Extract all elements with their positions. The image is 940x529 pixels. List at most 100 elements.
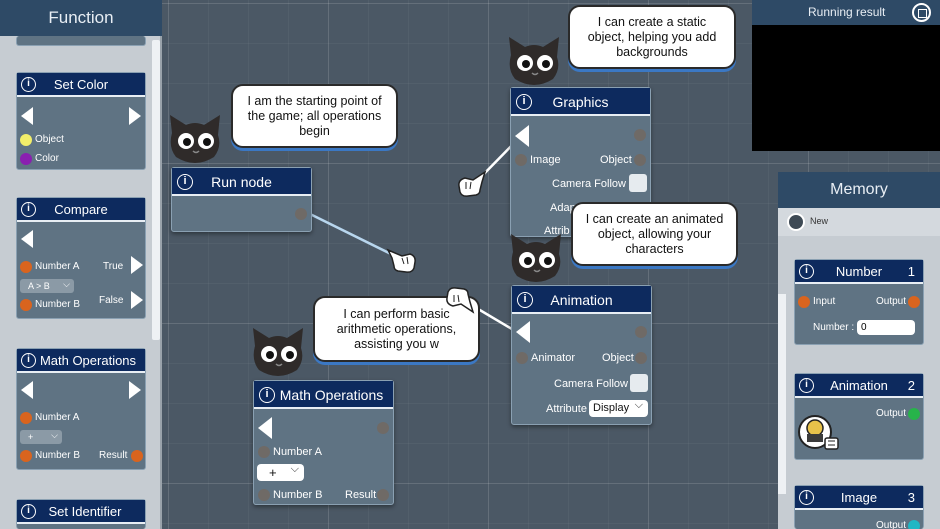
flow-output-arrow-icon xyxy=(129,381,141,399)
node-title: i Run node xyxy=(172,168,311,196)
output-label: Output xyxy=(876,520,907,529)
flow-input-arrow-icon xyxy=(258,417,272,439)
info-icon[interactable]: i xyxy=(799,264,814,279)
function-card-title: i Set Identifier xyxy=(17,500,145,524)
memory-index: 1 xyxy=(907,264,915,279)
attribute-select[interactable]: Display xyxy=(589,397,648,417)
camera-follow-label: Camera Follow xyxy=(554,378,628,390)
new-file-icon xyxy=(787,213,805,231)
memory-panel: Memory New i Number 1 Input Output Numbe… xyxy=(778,172,940,529)
cat-mascot-icon xyxy=(511,234,561,282)
result-port[interactable] xyxy=(131,450,143,462)
function-card-title: i Compare xyxy=(17,198,145,222)
attribute-label: Attrib xyxy=(544,225,570,237)
function-card-set-identifier[interactable]: i Set Identifier xyxy=(16,499,146,529)
stop-icon[interactable] xyxy=(912,3,931,22)
memory-panel-scrollbar[interactable] xyxy=(778,294,786,494)
animator-input-label: Animator xyxy=(531,352,576,364)
camera-follow-checkbox[interactable] xyxy=(629,174,647,192)
number-field-label: Number : xyxy=(813,322,855,333)
flow-output-port[interactable] xyxy=(635,326,647,338)
cat-mascot-icon xyxy=(509,37,559,85)
flow-input-arrow-icon xyxy=(21,230,33,248)
function-panel-title: Function xyxy=(0,0,162,36)
number-a-port[interactable] xyxy=(20,412,32,424)
number-b-port[interactable] xyxy=(20,450,32,462)
number-a-port[interactable] xyxy=(258,446,270,458)
color-port[interactable] xyxy=(20,153,32,165)
result-output-label: Result xyxy=(99,450,128,461)
image-input-label: Image xyxy=(530,154,561,166)
animation-node[interactable]: i Animation Animator Object Camera Follo… xyxy=(511,285,652,425)
running-result-header: Running result xyxy=(752,0,940,25)
number-a-port[interactable] xyxy=(20,261,32,273)
result-port[interactable] xyxy=(377,489,389,501)
adapt-label: Adap xyxy=(550,202,576,214)
memory-card-title: i Number 1 xyxy=(795,260,923,284)
run-node[interactable]: i Run node xyxy=(171,167,312,232)
output-port[interactable] xyxy=(908,296,920,308)
port-label: Color xyxy=(35,153,59,164)
memory-card-animation[interactable]: i Animation 2 Output xyxy=(794,373,924,460)
info-icon[interactable]: i xyxy=(799,490,814,505)
info-icon[interactable]: i xyxy=(799,378,814,393)
output-label: Output xyxy=(876,296,907,307)
function-panel-scrollbar[interactable] xyxy=(152,40,160,340)
input-port[interactable] xyxy=(798,296,810,308)
speech-bubble-arithmetic: I can perform basic arithmetic operation… xyxy=(313,296,480,362)
object-port[interactable] xyxy=(20,134,32,146)
flow-input-arrow-icon xyxy=(516,321,530,343)
attribute-label: Attribute xyxy=(546,403,587,415)
camera-follow-label: Camera Follow xyxy=(552,178,626,190)
info-icon[interactable]: i xyxy=(517,292,533,308)
number-a-label: Number A xyxy=(273,446,322,458)
memory-card-number[interactable]: i Number 1 Input Output Number : 0 xyxy=(794,259,924,345)
function-card-math-operations[interactable]: i Math Operations Number A + Number B Re… xyxy=(16,348,146,470)
info-icon[interactable]: i xyxy=(177,174,193,190)
cat-mascot-icon xyxy=(170,115,220,163)
speech-bubble-static: I can create a static object, helping yo… xyxy=(568,5,736,69)
info-icon[interactable]: i xyxy=(21,77,36,92)
memory-card-image[interactable]: i Image 3 Output xyxy=(794,485,924,529)
animator-input-port[interactable] xyxy=(516,352,528,364)
memory-card-title: i Animation 2 xyxy=(795,374,923,398)
number-value-input[interactable]: 0 xyxy=(857,320,915,335)
node-title: i Math Operations xyxy=(254,381,393,409)
function-card-partial[interactable] xyxy=(16,36,146,46)
info-icon[interactable]: i xyxy=(21,353,36,368)
camera-follow-checkbox[interactable] xyxy=(630,374,648,392)
image-input-port[interactable] xyxy=(515,154,527,166)
flow-output-port[interactable] xyxy=(634,129,646,141)
function-card-set-color[interactable]: i Set Color Object Color xyxy=(16,72,146,170)
new-memory-button[interactable]: New xyxy=(778,208,940,236)
compare-operator-select[interactable]: A > B xyxy=(20,277,74,293)
output-port[interactable] xyxy=(908,520,920,529)
port-label: Number A xyxy=(35,412,80,423)
running-result-screen xyxy=(752,25,940,151)
number-b-port[interactable] xyxy=(20,299,32,311)
memory-card-title: i Image 3 xyxy=(795,486,923,510)
number-b-port[interactable] xyxy=(258,489,270,501)
info-icon[interactable]: i xyxy=(21,202,36,217)
number-b-label: Number B xyxy=(273,489,323,501)
run-output-port[interactable] xyxy=(295,208,307,220)
object-output-port[interactable] xyxy=(634,154,646,166)
object-output-port[interactable] xyxy=(635,352,647,364)
math-operator-select[interactable]: + xyxy=(257,461,304,481)
flow-output-arrow-icon xyxy=(129,107,141,125)
math-operations-node[interactable]: i Math Operations Number A + Number B Re… xyxy=(253,380,394,505)
info-icon[interactable]: i xyxy=(21,504,36,519)
node-title: i Graphics xyxy=(511,88,650,116)
info-icon[interactable]: i xyxy=(516,94,532,110)
pointing-hand-icon xyxy=(446,287,475,314)
memory-index: 3 xyxy=(907,490,915,505)
flow-input-arrow-icon xyxy=(21,107,33,125)
flow-output-port[interactable] xyxy=(377,422,389,434)
animation-asset-icon xyxy=(798,415,839,450)
math-operator-select[interactable]: + xyxy=(20,428,62,444)
function-card-compare[interactable]: i Compare Number A True A > B False Numb… xyxy=(16,197,146,319)
info-icon[interactable]: i xyxy=(259,387,275,403)
output-port[interactable] xyxy=(908,408,920,420)
true-output-label: True xyxy=(103,261,124,272)
speech-bubble-animated: I can create an animated object, allowin… xyxy=(571,202,738,266)
